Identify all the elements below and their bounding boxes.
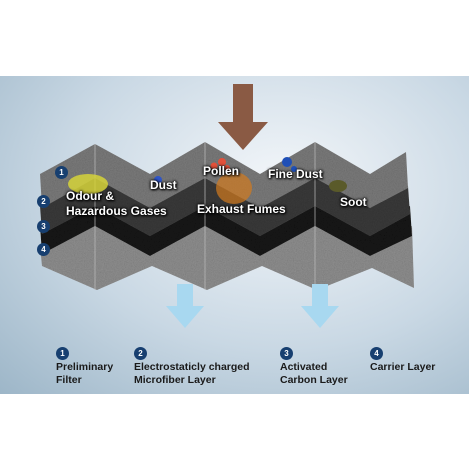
legend-item-4-line1: Carrier Layer [370,361,436,373]
pollen-particle [218,158,226,166]
pollen-particle [224,165,230,171]
exhaust-fumes-label: Exhaust Fumes [197,202,286,216]
layer-number-2: 2 [37,195,50,208]
legend-item-3: 3 Activated Carbon Layer [280,347,348,387]
legend-item-1: 1 Preliminary Filter [56,347,113,387]
fine-dust-particles [282,157,292,167]
inflow-arrow [218,84,268,150]
pollen-label: Pollen [203,164,240,178]
legend-item-2-line1: Electrostaticly charged [134,361,250,373]
layer-number-4: 4 [37,243,50,256]
legend-item-3-line1: Activated [280,361,328,373]
legend-item-4: 4 Carrier Layer [370,347,435,374]
odour-label: Odour & [66,189,114,203]
soot-particles [329,180,347,192]
legend-number-2: 2 [134,347,147,360]
dust-particles [154,176,162,184]
pollen-particle [210,162,218,170]
legend-item-1-line1: Preliminary [56,361,114,373]
filter-layers-illustration [40,84,414,328]
dust-label: Dust [150,178,177,192]
outflow-arrow-right [301,284,339,328]
exhaust-particles [216,172,252,204]
carbon-layer [40,196,412,256]
microfiber-layer [40,176,410,236]
legend-number-3: 3 [280,347,293,360]
layer-number-3: 3 [37,220,50,233]
outflow-arrow-left [166,284,204,328]
odour-particles [68,174,108,194]
legend-number-1: 1 [56,347,69,360]
layer-number-1: 1 [55,166,68,179]
legend-number-4: 4 [370,347,383,360]
legend-item-1-line2: Filter [56,374,82,386]
soot-label: Soot [340,195,367,209]
hazardous-gases-label: Hazardous Gases [66,204,167,218]
fine-dust-label: Fine Dust [268,167,323,181]
carrier-layer [40,216,414,290]
legend-item-2: 2 Electrostaticly charged Microfiber Lay… [134,347,250,387]
fine-dust-particle [291,166,297,172]
legend-item-2-line2: Microfiber Layer [134,374,216,386]
filter-diagram-panel: 1 2 3 4 Odour & Hazardous Gases Dust Pol… [0,76,469,394]
legend-item-3-line2: Carbon Layer [280,374,348,386]
